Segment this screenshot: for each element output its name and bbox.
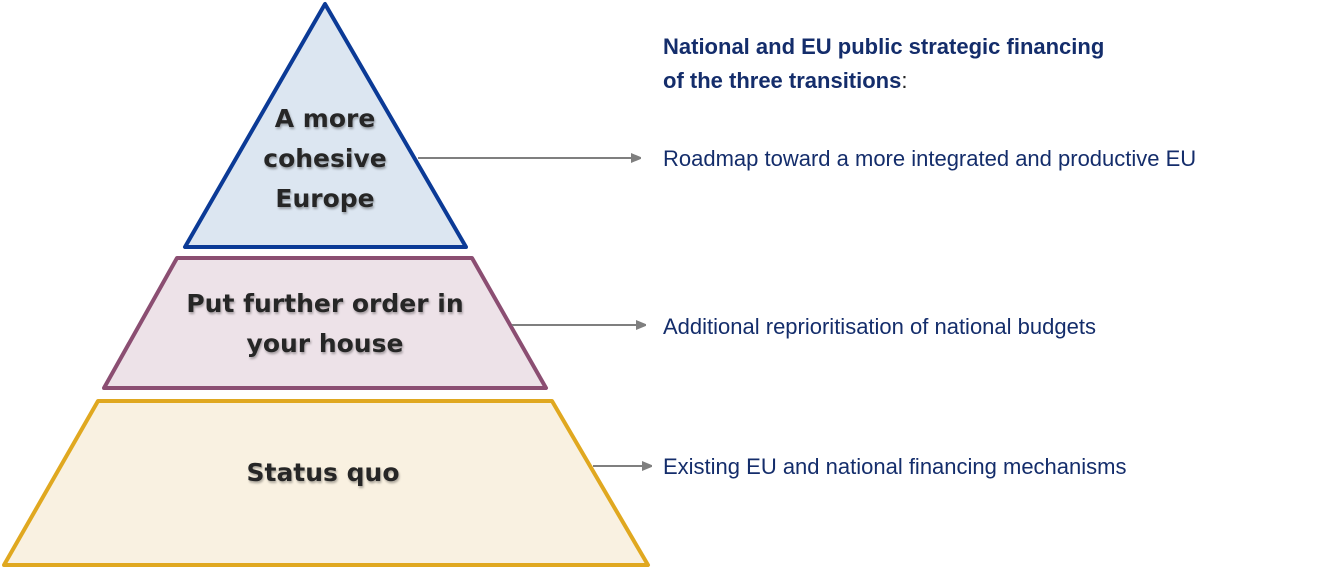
heading-line-2: of the three transitions (663, 68, 902, 93)
level-1-label-line-2: cohesive (263, 144, 386, 173)
level-2-label-line-1: Put further order in (186, 289, 463, 318)
pyramid-middle-trapezoid (102, 256, 548, 390)
level-2-description: Additional reprioritisation of national … (663, 314, 1096, 339)
level-1-label-line-3: Europe (275, 184, 374, 213)
level-3-label: Status quo (246, 458, 399, 487)
heading-line-1: National and EU public strategic financi… (663, 34, 1105, 59)
level-2-label-line-2: your house (247, 329, 404, 358)
level-1-label-line-1: A more (275, 104, 376, 133)
level-1-description: Roadmap toward a more integrated and pro… (663, 146, 1197, 171)
heading-colon: : (901, 68, 908, 93)
pyramid-top-triangle (183, 2, 468, 249)
level-3-description: Existing EU and national financing mecha… (663, 454, 1127, 479)
pyramid-base-trapezoid (2, 399, 650, 567)
diagram-heading: National and EU public strategic financi… (663, 30, 1104, 98)
